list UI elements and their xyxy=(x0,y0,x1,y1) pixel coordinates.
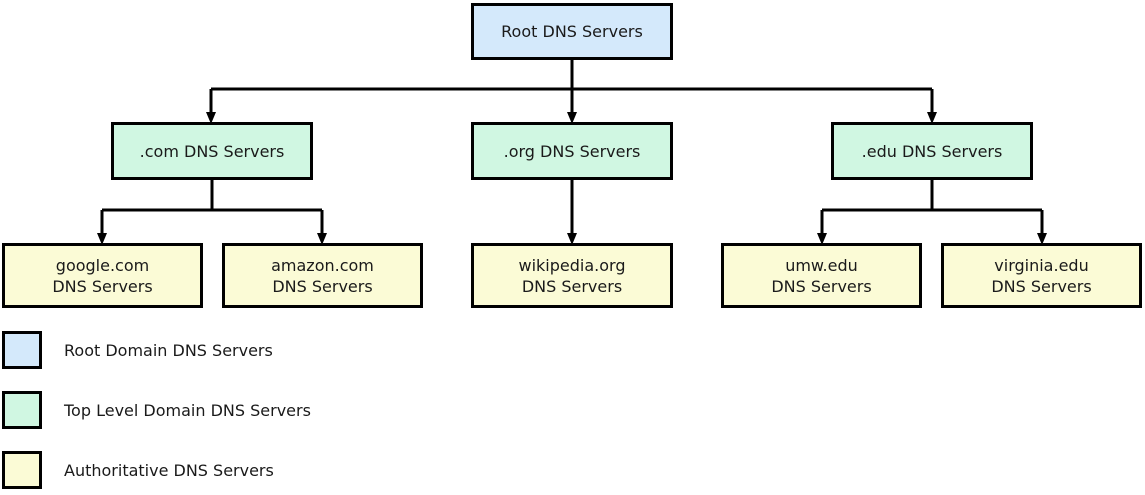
node-com-dns-servers[interactable]: .com DNS Servers xyxy=(111,122,313,180)
legend-item-authoritative: Authoritative DNS Servers xyxy=(2,451,274,489)
legend-swatch-root-domain xyxy=(2,331,42,369)
legend-item-root-domain: Root Domain DNS Servers xyxy=(2,331,273,369)
legend-label-authoritative: Authoritative DNS Servers xyxy=(64,460,274,480)
node-virginia-edu-dns-servers[interactable]: virginia.edu DNS Servers xyxy=(941,243,1142,308)
node-amazon-com-dns-servers[interactable]: amazon.com DNS Servers xyxy=(222,243,423,308)
node-google-com-dns-servers[interactable]: google.com DNS Servers xyxy=(2,243,203,308)
legend-label-root-domain: Root Domain DNS Servers xyxy=(64,340,273,360)
legend-swatch-top-level-domain xyxy=(2,391,42,429)
legend-label-top-level-domain: Top Level Domain DNS Servers xyxy=(64,400,311,420)
node-edu-dns-servers[interactable]: .edu DNS Servers xyxy=(831,122,1033,180)
node-wikipedia-org-dns-servers[interactable]: wikipedia.org DNS Servers xyxy=(471,243,673,308)
legend-item-top-level-domain: Top Level Domain DNS Servers xyxy=(2,391,311,429)
node-root-dns-servers[interactable]: Root DNS Servers xyxy=(471,3,673,60)
node-org-dns-servers[interactable]: .org DNS Servers xyxy=(471,122,673,180)
node-umw-edu-dns-servers[interactable]: umw.edu DNS Servers xyxy=(721,243,922,308)
legend-swatch-authoritative xyxy=(2,451,42,489)
